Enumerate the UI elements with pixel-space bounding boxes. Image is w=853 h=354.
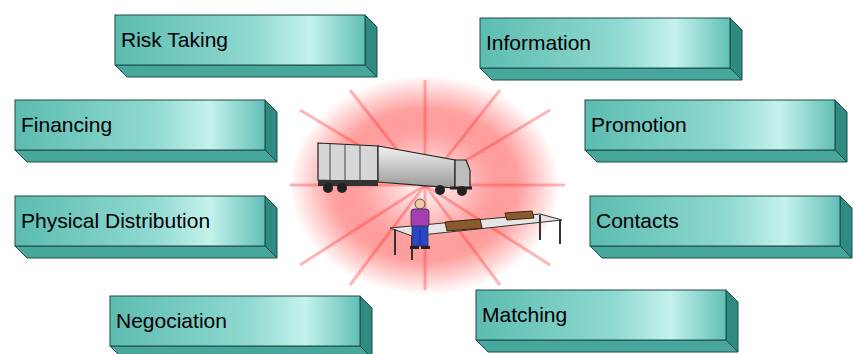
box-label: Information xyxy=(486,18,730,68)
function-box: Negociation xyxy=(110,296,372,354)
worker-illustration xyxy=(390,199,562,260)
box-label: Financing xyxy=(21,100,265,150)
box-label: Risk Taking xyxy=(121,15,365,65)
box-label: Negociation xyxy=(116,296,360,346)
box-label: Promotion xyxy=(591,100,835,150)
function-box: Physical Distribution xyxy=(15,196,277,258)
function-box: Promotion xyxy=(585,100,847,162)
red-glow xyxy=(290,75,565,295)
box-label: Matching xyxy=(482,290,726,340)
function-box: Information xyxy=(480,18,742,80)
function-box: Contacts xyxy=(590,196,852,258)
function-box: Financing xyxy=(15,100,277,162)
function-box: Risk Taking xyxy=(115,15,377,77)
function-box: Matching xyxy=(476,290,738,352)
box-label: Contacts xyxy=(596,196,840,246)
truck-illustration xyxy=(318,143,472,196)
box-label: Physical Distribution xyxy=(21,196,265,246)
